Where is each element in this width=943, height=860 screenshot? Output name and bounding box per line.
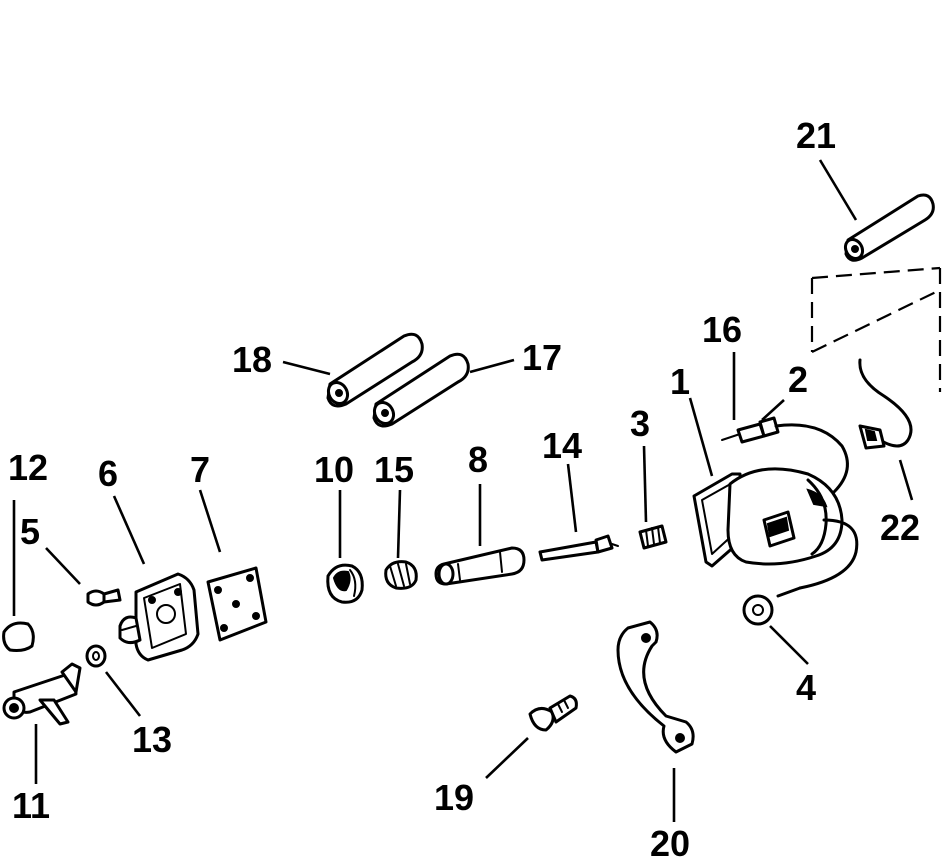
part-6-pump-cover (118, 572, 200, 662)
leader-lines (12, 159, 914, 822)
callout-17: 17 (522, 337, 562, 378)
routing-dashed-lines (810, 266, 942, 392)
part-14-pin (538, 534, 619, 562)
callout-12: 12 (8, 447, 48, 488)
part-22-wire-clip (858, 358, 913, 450)
callout-8: 8 (468, 439, 488, 480)
part-11-fitting (2, 662, 82, 726)
callout-13: 13 (132, 719, 172, 760)
callout-14: 14 (542, 425, 582, 466)
part-16-connector (721, 416, 849, 494)
callout-4: 4 (796, 667, 816, 708)
part-21-hose (843, 193, 935, 262)
callout-labels: 21 16 18 17 2 1 3 14 12 6 7 10 15 8 22 5… (8, 115, 920, 860)
part-17-hose (372, 352, 470, 428)
callout-18: 18 (232, 339, 272, 380)
callout-5: 5 (20, 511, 40, 552)
callout-20: 20 (650, 823, 690, 860)
part-13-o-ring (85, 644, 107, 668)
part-12-cap (2, 621, 35, 652)
part-7-gasket (206, 566, 268, 642)
callout-22: 22 (880, 507, 920, 548)
callout-1: 1 (670, 361, 690, 402)
callout-19: 19 (434, 777, 474, 818)
callout-15: 15 (374, 449, 414, 490)
part-19-bolt (528, 694, 578, 732)
callout-2: 2 (788, 359, 808, 400)
callout-7: 7 (190, 449, 210, 490)
part-3-spring (638, 524, 668, 550)
callout-21: 21 (796, 115, 836, 156)
callout-3: 3 (630, 403, 650, 444)
callout-10: 10 (314, 449, 354, 490)
part-4-ring-terminal (742, 586, 802, 626)
part-8-sleeve (434, 546, 526, 586)
callout-11: 11 (12, 785, 50, 826)
part-18-hose (326, 332, 424, 408)
part-1-pump-body (692, 467, 859, 590)
part-5-screw (86, 588, 122, 607)
part-10-check-valve (326, 563, 364, 604)
part-15-spring (384, 560, 418, 590)
callout-6: 6 (98, 453, 118, 494)
part-20-bracket (616, 620, 695, 754)
callout-16: 16 (702, 309, 742, 350)
